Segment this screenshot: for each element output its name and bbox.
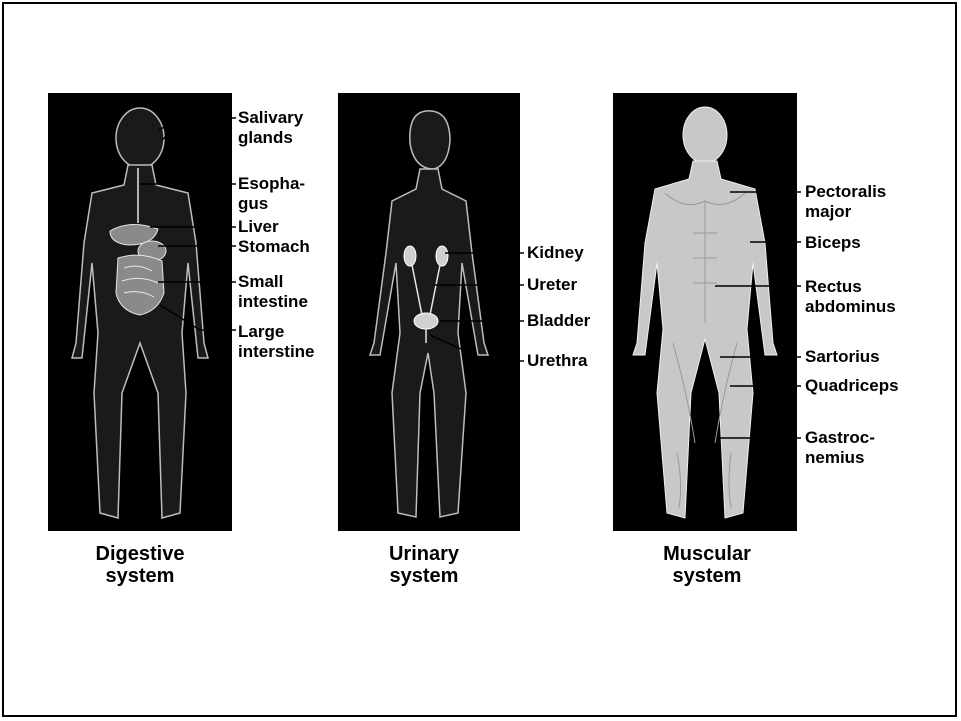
label-large-intestine: Large interstine [238, 322, 315, 362]
label-kidney: Kidney [527, 243, 584, 263]
label-pectoralis-major: Pectoralis major [805, 182, 886, 222]
leader-urethra [430, 335, 524, 361]
label-rectus-abdominus: Rectus abdominus [805, 277, 896, 317]
leader-salivary-glands [158, 118, 236, 148]
label-ureter: Ureter [527, 275, 577, 295]
label-quadriceps: Quadriceps [805, 376, 899, 396]
caption-digestive-system: Digestive system [55, 543, 225, 587]
label-stomach: Stomach [238, 237, 310, 257]
label-small-intestine: Small intestine [238, 272, 308, 312]
label-gastrocnemius: Gastroc- nemius [805, 428, 875, 468]
label-biceps: Biceps [805, 233, 861, 253]
label-bladder: Bladder [527, 311, 590, 331]
label-sartorius: Sartorius [805, 347, 880, 367]
caption-muscular-system: Muscular system [622, 543, 792, 587]
label-esophagus: Esopha- gus [238, 174, 305, 214]
label-urethra: Urethra [527, 351, 587, 371]
label-salivary-glands: Salivary glands [238, 108, 303, 148]
caption-urinary-system: Urinary system [339, 543, 509, 587]
label-liver: Liver [238, 217, 279, 237]
leader-large-intestine [160, 305, 236, 330]
